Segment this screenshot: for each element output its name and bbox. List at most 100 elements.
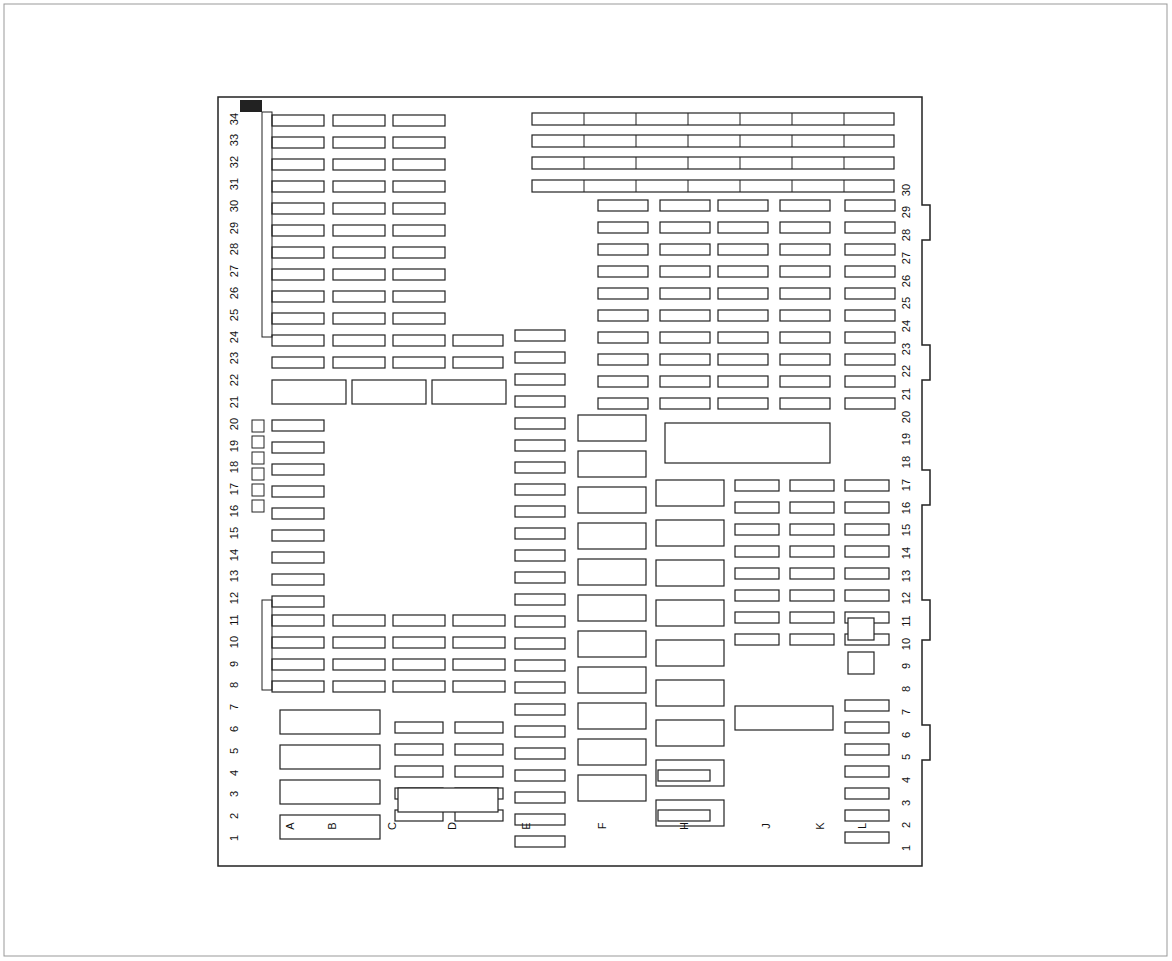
memory-divider [740,113,741,125]
chip-outline [780,332,830,343]
chip-outline [272,596,324,607]
chip-outline [735,590,779,601]
chip-outline [780,200,830,211]
edge-pin-number: 28 [901,229,912,241]
chip-outline [455,766,503,777]
chip-outline [780,398,830,409]
chip-outline [656,480,724,506]
chip-outline [272,530,324,541]
chip-outline [272,225,324,236]
memory-divider [688,157,689,169]
chip-outline [660,266,710,277]
row-number: 5 [229,748,240,754]
chip-outline [333,203,385,214]
chip-outline [660,398,710,409]
chip-outline [660,332,710,343]
chip-outline [845,568,889,579]
chip-outline [333,357,385,368]
chip-outline [272,181,324,192]
chip-outline [790,480,834,491]
chip-outline [718,310,768,321]
row-number: 22 [229,374,240,386]
edge-pin-number: 16 [901,501,912,513]
chip-outline [393,181,445,192]
chip-outline [598,200,648,211]
chip-outline [515,550,565,561]
chip-outline [735,634,779,645]
row-number: 33 [229,134,240,146]
chip-outline [333,615,385,626]
chip-outline [393,247,445,258]
chip-outline [352,380,426,404]
chip-outline [333,637,385,648]
chip-outline [395,766,443,777]
chip-outline [780,244,830,255]
chip-outline [598,376,648,387]
board-outline [218,97,930,866]
chip-outline [735,612,779,623]
memory-divider [584,157,585,169]
row-number: 30 [229,200,240,212]
memory-rows [532,113,894,192]
chip-outline [515,660,565,671]
chip-outline [515,748,565,759]
chip-outline [515,594,565,605]
chip-outline [598,332,648,343]
chip-outline [453,615,505,626]
chip-outline [272,615,324,626]
chip-outline [578,595,646,621]
chip-outline [665,423,830,463]
chip-outline [515,418,565,429]
row-number: 16 [229,505,240,517]
edge-pin-number: 18 [901,456,912,468]
memory-row [532,135,894,147]
memory-divider [844,180,845,192]
chip-outline [453,357,503,368]
chip-outline [660,354,710,365]
memory-divider [636,157,637,169]
chip-outline [718,332,768,343]
memory-divider [584,113,585,125]
memory-divider [792,157,793,169]
chip-outline [660,244,710,255]
chip-outline [790,502,834,513]
chip-outline [598,222,648,233]
chip-outline [515,682,565,693]
edge-pin-number: 11 [901,615,912,626]
chip-outline [578,703,646,729]
chip-outline [333,681,385,692]
chip-outline [272,291,324,302]
chip-outline [845,200,895,211]
chip-outline [790,546,834,557]
chip-outline [398,788,498,812]
chip-outline [515,616,565,627]
chip-outline [578,559,646,585]
chip-outline [333,225,385,236]
chip-outline [393,203,445,214]
edge-pin-number: 13 [901,569,912,581]
chip-outline [578,415,646,441]
chip-outline [845,722,889,733]
chip-outline [845,398,895,409]
edge-pin-number: 15 [901,524,912,536]
edge-jumper [252,484,264,496]
memory-divider [688,113,689,125]
column-letter: J [761,823,772,829]
chip-outline [845,700,889,711]
edge-pin-number: 3 [901,800,912,806]
chip-outline [780,222,830,233]
chip-outline [578,739,646,765]
edge-pin-number: 10 [901,638,912,650]
chip-outline [578,523,646,549]
chip-outline [272,420,324,431]
row-number: 26 [229,287,240,299]
chip-outline [848,652,874,674]
chip-outline [845,332,895,343]
chip-outline [393,159,445,170]
chip-outline [780,266,830,277]
memory-divider [844,135,845,147]
chip-outline [845,744,889,755]
chip-outline [333,137,385,148]
chip-outline [393,115,445,126]
